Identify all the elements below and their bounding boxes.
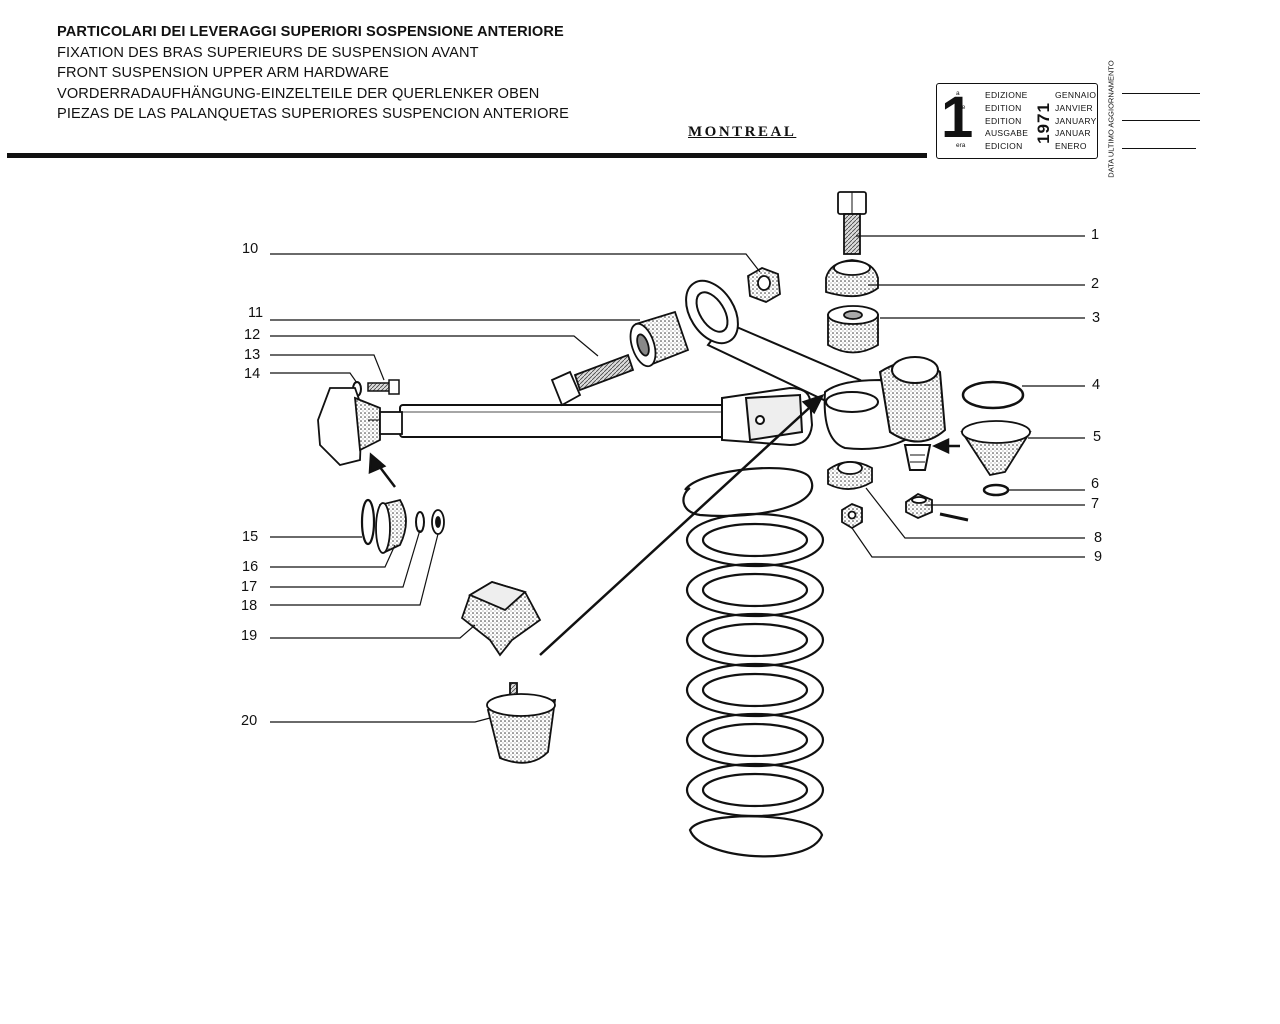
ball-joint-housing — [823, 356, 947, 471]
update-line — [1122, 120, 1200, 121]
title-english: FRONT SUSPENSION UPPER ARM HARDWARE — [57, 65, 389, 81]
callout-1: 1 — [1091, 227, 1100, 243]
edition-label: AUSGABE — [985, 128, 1029, 138]
coil-spring — [682, 466, 825, 858]
edition-month: ENERO — [1055, 141, 1087, 151]
edition-month: JANUAR — [1055, 128, 1091, 138]
part-bolt — [837, 191, 867, 255]
part-rubber-buffer — [486, 682, 557, 764]
edition-box: 1 a ère st . era EDIZIONE EDITION EDITIO… — [936, 83, 1098, 159]
part-clamp-nut — [825, 259, 879, 298]
callout-13: 13 — [244, 347, 261, 363]
callout-15: 15 — [242, 529, 259, 545]
part-bearing-sleeve — [629, 310, 690, 368]
part-long-bolt — [550, 353, 635, 407]
part-inner-ball-joint — [317, 387, 403, 466]
title-spanish: PIEZAS DE LAS PALANQUETAS SUPERIORES SUS… — [57, 106, 570, 122]
edition-label: EDITION — [985, 116, 1022, 126]
edition-suffix: a — [956, 90, 960, 97]
part-lock-nut — [747, 267, 781, 303]
edition-month: JANUARY — [1055, 116, 1097, 126]
callout-10: 10 — [242, 241, 259, 257]
part-bushing — [827, 305, 879, 354]
title-block: PARTICOLARI DEI LEVERAGGI SUPERIORI SOSP… — [57, 22, 569, 125]
part-o-ring — [961, 380, 1025, 410]
callout-4: 4 — [1092, 377, 1101, 393]
callout-2: 2 — [1091, 276, 1100, 292]
edition-number: 1 — [941, 85, 974, 150]
model-logo: MONTREAL — [688, 124, 797, 140]
callout-3: 3 — [1092, 310, 1101, 326]
title-german: VORDERRADAUFHÄNGUNG-EINZELTEILE DER QUER… — [57, 85, 540, 102]
title-french: FIXATION DES BRAS SUPERIEURS DE SUSPENSI… — [57, 44, 479, 61]
part-hex-nut — [841, 502, 863, 530]
part-screw — [352, 379, 400, 397]
callout-18: 18 — [241, 598, 258, 614]
callout-7: 7 — [1091, 496, 1100, 512]
header-rule — [7, 153, 927, 158]
callout-11: 11 — [248, 305, 264, 321]
callout-12: 12 — [244, 327, 261, 343]
callout-19: 19 — [241, 628, 258, 644]
edition-month: GENNAIO — [1055, 90, 1097, 100]
callout-16: 16 — [242, 559, 259, 575]
edition-month: JANVIER — [1055, 103, 1093, 113]
part-boot-set — [360, 498, 445, 554]
callout-14: 14 — [244, 366, 261, 382]
callout-9: 9 — [1094, 549, 1103, 565]
edition-label: EDICION — [985, 141, 1023, 151]
edition-suffix: . — [956, 129, 958, 136]
callout-17: 17 — [241, 579, 258, 595]
update-line — [1122, 148, 1196, 149]
callout-8: 8 — [1094, 530, 1103, 546]
upper-arm-rear-rod — [399, 386, 814, 447]
callout-6: 6 — [1091, 476, 1100, 492]
update-line — [1122, 93, 1200, 94]
title-italian: PARTICOLARI DEI LEVERAGGI SUPERIORI SOSP… — [57, 24, 564, 40]
part-small-ring — [982, 483, 1010, 497]
assembly-arrows — [368, 393, 960, 656]
edition-suffix: era — [956, 142, 966, 149]
callout-5: 5 — [1093, 429, 1102, 445]
edition-label: EDITION — [985, 103, 1022, 113]
edition-suffix: st — [956, 117, 962, 124]
part-castle-nut — [905, 492, 969, 522]
part-bump-stop — [460, 581, 542, 657]
callout-20: 20 — [241, 713, 258, 729]
part-dust-boot — [960, 420, 1032, 477]
part-slotted-nut — [827, 461, 873, 490]
leader-lines — [270, 235, 1085, 723]
edition-label: EDIZIONE — [985, 90, 1028, 100]
edition-suffix: ère — [956, 104, 966, 111]
